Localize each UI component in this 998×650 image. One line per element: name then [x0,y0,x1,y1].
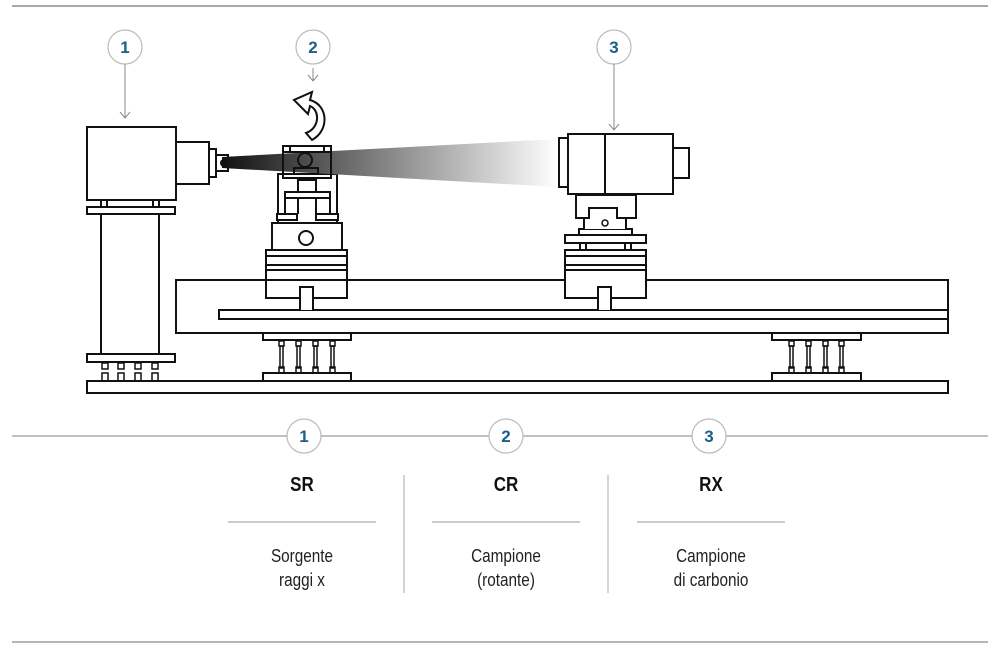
rotation-arrow-icon [292,90,326,142]
callout-3: 3 [596,29,632,131]
callout-number: 1 [120,38,129,57]
legend-code: RX [699,474,723,496]
legend-badge-2: 2 [488,418,524,454]
callout-1: 1 [107,29,143,119]
legend-desc-line1: Campione [471,546,541,566]
legend-item-sr: SR [227,474,377,497]
rotating-sample-stage [265,173,348,310]
rail-support-right [771,332,862,382]
base-plate [86,380,949,394]
callout-2: 2 [295,29,331,82]
xray-source [86,126,229,201]
detector-stage [564,189,647,310]
legend-desc-cr: Campione (rotante) [431,544,581,592]
legend-badge-1: 1 [286,418,322,454]
xray-beam [222,139,558,187]
legend-number: 3 [704,427,713,446]
legend-desc-line1: Campione [676,546,746,566]
legend-item-cr: CR [431,474,581,497]
legend-desc-line2: raggi x [279,570,325,590]
beam-origin [220,159,228,167]
carbon-sample-detector [558,133,690,195]
legend-item-rx: RX [636,474,786,497]
legend-code: SR [290,474,314,496]
legend-desc-line1: Sorgente [270,546,334,566]
callout-number: 2 [308,38,317,57]
legend-desc-line2: di carbonio [673,570,749,590]
source-stand [86,200,176,382]
legend-desc-rx: Campione di carbonio [636,544,786,592]
rail-support-left [262,332,352,382]
legend-code: CR [493,474,519,496]
legend-desc-sr: Sorgente raggi x [227,544,377,592]
callout-number: 3 [609,38,618,57]
legend-number: 1 [299,427,308,446]
legend-number: 2 [501,427,510,446]
sample-holder [282,145,332,179]
legend-desc-line2: (rotante) [477,570,535,590]
legend-badge-3: 3 [691,418,727,454]
